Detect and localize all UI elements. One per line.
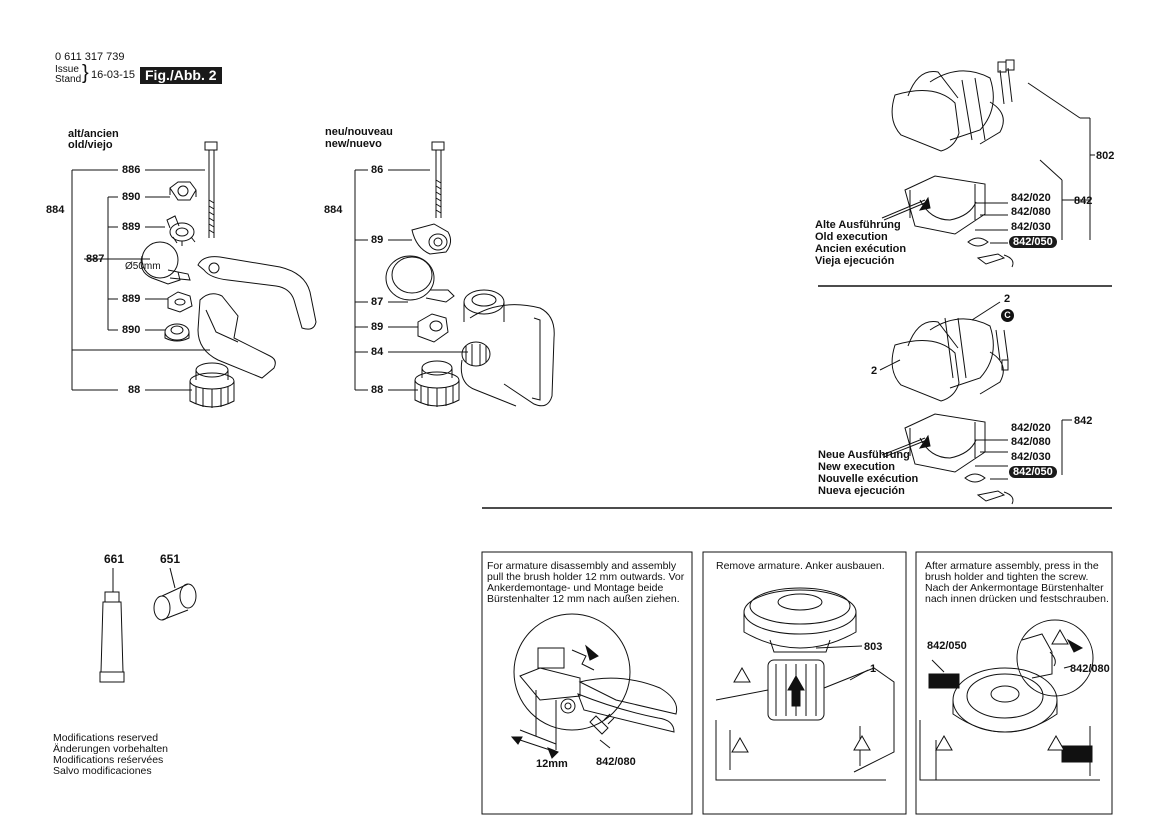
- brush-old-code-highlight: 842/050: [1009, 236, 1057, 248]
- old-label-884: 884: [46, 204, 65, 216]
- old-bracket-lines: [71, 169, 210, 391]
- modifications-1: Modifications reserved: [53, 732, 159, 744]
- brush-old-label-842: 842: [1074, 195, 1093, 207]
- brush-new-leader-lines: [879, 301, 1072, 480]
- old-auxiliary-handle-884: [197, 256, 317, 379]
- new-label-884: 884: [324, 204, 343, 216]
- panel-3-instructions: After armature assembly, press in the br…: [925, 560, 1109, 605]
- modifications-3: Modifications reśervées: [53, 754, 164, 766]
- issue-label: Issue: [55, 64, 79, 75]
- brush-new-label-2-left: 2: [871, 365, 878, 377]
- new-label-88: 88: [371, 384, 384, 396]
- new-title-2: new/nuevo: [325, 138, 382, 150]
- brush-new-label-842: 842: [1074, 415, 1093, 427]
- old-toothed-washer-889: [166, 215, 196, 246]
- brush-old-code-2: 842/080: [1011, 206, 1051, 218]
- old-diameter: Ø50mm: [125, 261, 161, 272]
- old-label-890-lower: 890: [122, 324, 141, 336]
- old-label-886: 886: [122, 164, 141, 176]
- panel-3-part-842-050: 842/050: [927, 640, 967, 652]
- brush-new-execution-4: Nueva ejecución: [818, 485, 905, 497]
- brush-new-code-highlight: 842/050: [1009, 466, 1057, 478]
- panel-2-illustration: [715, 587, 895, 781]
- issue-date: 16-03-15: [91, 69, 136, 81]
- new-label-86: 86: [371, 164, 384, 176]
- brush-old-leader-lines: [975, 82, 1095, 244]
- old-hex-nut-890-lower: [164, 323, 190, 342]
- new-label-84: 84: [371, 346, 384, 358]
- old-hex-nut-890: [169, 181, 197, 201]
- brush-new-code-1: 842/020: [1011, 422, 1051, 434]
- brush-new-circle-label: C: [1001, 309, 1014, 322]
- new-clamp-89-lower: [417, 313, 449, 343]
- panel-2-frame: [702, 551, 907, 815]
- old-label-890: 890: [122, 191, 141, 203]
- brush-new-execution-1: Neue Ausführung: [818, 449, 910, 461]
- old-toothed-washer-889-lower: [167, 291, 193, 313]
- modifications-4: Salvo modificaciones: [53, 765, 152, 777]
- new-knob-88: [414, 360, 460, 407]
- new-title-1: neu/nouveau: [325, 126, 393, 138]
- new-clamp-89-upper: [411, 223, 452, 255]
- brush-old-illustration: [891, 59, 1015, 268]
- brush-new-arrow: [881, 434, 931, 458]
- panel-2-part-803: 803: [864, 641, 883, 653]
- brush-old-execution-2: Old execution: [815, 231, 888, 243]
- brush-new-code-3: 842/030: [1011, 451, 1051, 463]
- old-bolt-886: [204, 141, 218, 238]
- figure-label: Fig./Abb. 2: [140, 67, 222, 84]
- label-661: 661: [104, 552, 125, 566]
- panel-2-part-1: 1: [870, 663, 877, 675]
- old-label-88: 88: [128, 384, 141, 396]
- new-label-89: 89: [371, 234, 384, 246]
- brush-old-execution-1: Alte Ausführung: [815, 219, 901, 231]
- old-knob-88: [189, 362, 235, 408]
- stand-label: Stand: [55, 74, 82, 85]
- old-label-889-lower: 889: [122, 293, 141, 305]
- brush-new-code-2: 842/080: [1011, 436, 1051, 448]
- grease-tube-661: [99, 568, 125, 683]
- part-number: 0 611 317 739: [55, 51, 125, 63]
- brush-new-execution-2: New execution: [818, 461, 896, 473]
- new-bracket-lines: [354, 169, 468, 391]
- panel-1-illustration: [510, 613, 678, 759]
- brush-new-label-2-top: 2: [1004, 293, 1011, 305]
- sleeve-651: [153, 567, 197, 621]
- label-651: 651: [160, 552, 181, 566]
- modifications-2: Änderungen vorbehalten: [53, 743, 169, 755]
- new-label-89-lower: 89: [371, 321, 384, 333]
- old-label-887: 887: [86, 253, 105, 265]
- old-title-2: old/viejo: [68, 139, 113, 151]
- new-bolt-86: [431, 141, 445, 218]
- new-auxiliary-handle-84: [460, 289, 555, 407]
- brush-old-code-1: 842/020: [1011, 192, 1051, 204]
- new-band-87: [385, 255, 455, 303]
- brush-old-execution-4: Vieja ejecución: [815, 255, 895, 267]
- brace-glyph: }: [82, 62, 89, 84]
- old-collar-887: [140, 241, 191, 285]
- brush-new-execution-3: Nouvelle exécution: [818, 473, 919, 485]
- new-label-87: 87: [371, 296, 384, 308]
- panel-3-illustration: [919, 619, 1100, 781]
- brush-old-code-3: 842/030: [1011, 221, 1051, 233]
- panel-1-dimension: 12mm: [536, 758, 568, 770]
- panel-2-instructions: Remove armature. Anker ausbauen.: [716, 560, 885, 572]
- brush-old-arrow: [881, 196, 931, 221]
- brush-old-label-802: 802: [1096, 150, 1115, 162]
- panel-3-frame: [915, 551, 1113, 815]
- panel-1-frame: [481, 551, 693, 815]
- old-title-1: alt/ancien: [68, 128, 119, 140]
- panel-1-instructions: For armature disassembly and assembly pu…: [487, 560, 685, 605]
- brush-old-execution-3: Ancien exécution: [815, 243, 907, 255]
- panel-1-part: 842/080: [596, 756, 636, 768]
- panel-3-part-842-080: 842/080: [1070, 663, 1110, 675]
- old-label-889: 889: [122, 221, 141, 233]
